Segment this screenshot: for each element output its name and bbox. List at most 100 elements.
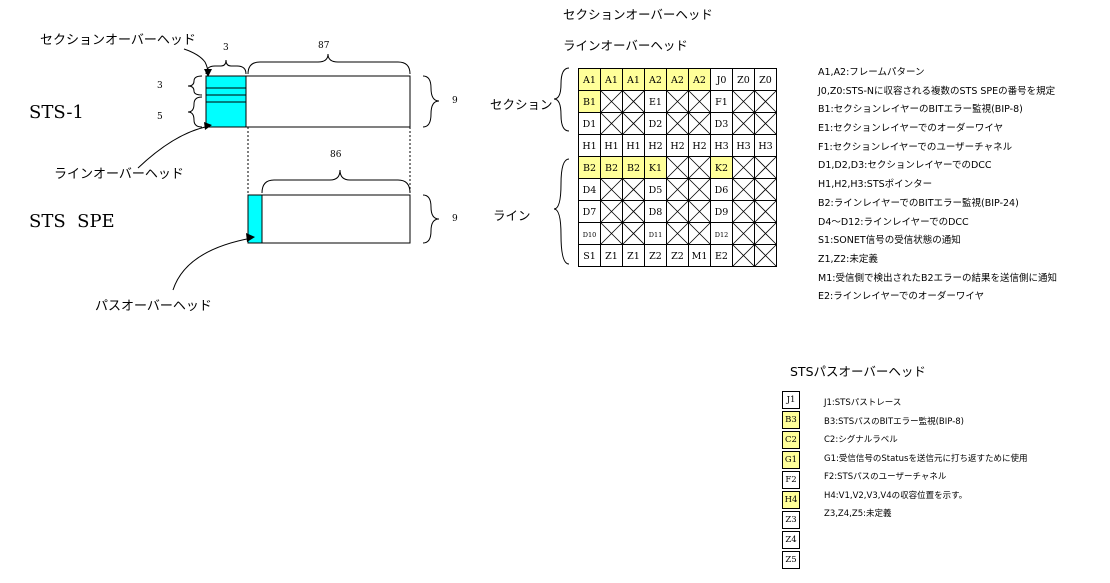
grid-cell-label: F1 [715, 97, 728, 108]
overhead-descriptions: A1,A2:フレームパターン J0,Z0:STS-Nに収容される複数のSTS SP… [818, 64, 1057, 307]
grid-title-section: セクションオーバーヘッド [563, 7, 713, 22]
unused-byte-cross [666, 200, 689, 223]
grid-cell-label: A2 [670, 75, 684, 86]
dim-label-87: 87 [318, 41, 330, 51]
unused-byte-cross [666, 90, 689, 113]
grid-cell-label: H1 [604, 141, 618, 152]
grid-cell-label: E1 [649, 97, 662, 108]
grid-cell-label: B1 [583, 97, 596, 108]
overhead-description-item: S1:SONET信号の受信状態の通知 [818, 235, 961, 247]
grid-cell-label: D10 [583, 231, 596, 239]
grid-cell-label: B2 [627, 163, 640, 174]
grid-cell-label: Z0 [759, 75, 772, 86]
spe-rows-brace [422, 194, 440, 244]
grid-cell-label: A2 [692, 75, 706, 86]
overhead-width-brace [205, 59, 247, 75]
unused-byte-cross [666, 112, 689, 135]
grid-cell-label: H1 [582, 141, 596, 152]
unused-byte-cross [688, 156, 711, 179]
unused-byte-cross [688, 178, 711, 201]
unused-byte-cross [732, 200, 755, 223]
path-overhead-title: STSパスオーバーヘッド [790, 364, 926, 379]
path-byte-cell: C2 [782, 431, 800, 449]
path-byte-cell: G1 [782, 451, 800, 469]
overhead-description-item: F1:セクションレイヤーでのユーザーチャネル [818, 141, 1013, 153]
path-overhead-column [247, 194, 263, 244]
grid-cell-label: D7 [583, 207, 597, 218]
path-overhead-arrow [172, 237, 253, 291]
unused-byte-cross [600, 112, 623, 135]
path-overhead-label: パスオーバーヘッド [95, 299, 212, 314]
dim-label-sts1-rows: 9 [452, 96, 458, 106]
sts-spe-title: STS SPE [29, 211, 115, 232]
grid-cell-label: H2 [692, 141, 706, 152]
overhead-description-item: E2:ラインレイヤーでのオーダーワイヤ [818, 291, 985, 303]
grid-cell-label: D9 [715, 207, 729, 218]
grid-cell-label: Z0 [737, 75, 750, 86]
unused-byte-cross [754, 178, 777, 201]
unused-byte-cross [666, 178, 689, 201]
unused-byte-cross [600, 222, 623, 245]
unused-byte-cross [688, 200, 711, 223]
overhead-description-item: J0,Z0:STS-Nに収容される複数のSTS SPEの番号を規定 [818, 85, 1056, 97]
path-description-item: F2:STSパスのユーザーチャネル [824, 472, 947, 482]
path-byte-cell: F2 [782, 471, 800, 489]
path-description-item: B3:STSパスのBITエラー監視(BIP-8) [824, 416, 965, 427]
unused-byte-cross [732, 244, 755, 267]
grid-cell-label: D4 [583, 185, 597, 196]
unused-byte-cross [600, 200, 623, 223]
grid-cell-label: B2 [583, 163, 596, 174]
overhead-description-item: M1:受信側で検出されたB2エラーの結果を送信側に通知 [818, 272, 1058, 284]
unused-byte-cross [600, 178, 623, 201]
grid-cell-label: H3 [758, 141, 772, 152]
dim-label-section-rows: 3 [157, 81, 163, 91]
sts1-rows-brace [422, 75, 440, 128]
unused-byte-cross [732, 222, 755, 245]
grid-cell-label: D12 [715, 231, 728, 239]
grid-cell-label: D6 [715, 185, 729, 196]
unused-byte-cross [666, 156, 689, 179]
unused-byte-cross [754, 244, 777, 267]
unused-byte-cross [600, 90, 623, 113]
unused-byte-cross [754, 156, 777, 179]
overhead-description-item: A1,A2:フレームパターン [818, 67, 925, 78]
grid-cell-label: D1 [583, 119, 597, 130]
path-description-item: H4:V1,V2,V3,V4の収容位置を示す。 [824, 490, 968, 501]
arrow-head [204, 122, 212, 130]
path-description-item: Z3,Z4,Z5:未定義 [824, 509, 892, 519]
frame-structure-figure [137, 48, 440, 291]
grid-cell-label: Z1 [627, 251, 640, 262]
grid-title-line: ラインオーバーヘッド [563, 38, 688, 53]
path-overhead-descriptions: J1:STSパストレース B3:STSパスのBITエラー監視(BIP-8) C2:シ… [824, 394, 1027, 524]
path-byte-cell: B3 [782, 411, 800, 429]
grid-cell-label: Z1 [605, 251, 618, 262]
grid-cell-label: A1 [604, 75, 618, 86]
path-description-item: J1:STSパストレース [824, 398, 902, 408]
grid-cell-label: Z2 [649, 251, 662, 262]
overhead-description-item: E1:セクションレイヤーでのオーダーワイヤ [818, 123, 1004, 135]
grid-cell-label: E2 [715, 251, 728, 262]
path-description-item: G1:受信信号のStatusを送信元に打ち返すために使用 [824, 453, 1028, 464]
unused-byte-cross [622, 90, 645, 113]
overhead-description-item: Z1,Z2:未定義 [818, 253, 878, 265]
path-byte-cell: J1 [782, 391, 800, 409]
overhead-description-item: H1,H2,H3:STSポインター [818, 179, 933, 191]
unused-byte-cross [688, 90, 711, 113]
dim-label-line-rows: 5 [157, 112, 163, 122]
section-overhead-label: セクションオーバーヘッド [40, 33, 196, 48]
overhead-description-item: D4～D12:ラインレイヤーでのDCC [818, 216, 969, 228]
unused-byte-cross [754, 90, 777, 113]
section-rows-brace [187, 75, 203, 96]
grid-cell-label: D3 [715, 119, 729, 130]
unused-byte-cross [732, 156, 755, 179]
overhead-braces [553, 67, 570, 265]
path-byte-cell: Z3 [782, 511, 800, 529]
payload-width-brace [247, 53, 411, 75]
path-description-item: C2:シグナルラベル [824, 435, 898, 445]
unused-byte-cross [688, 222, 711, 245]
dim-label-3: 3 [223, 43, 229, 53]
grid-cell-label: D5 [649, 185, 663, 196]
sts1-title: STS-1 [29, 102, 84, 123]
line-overhead-label: ラインオーバーヘッド [54, 167, 184, 182]
